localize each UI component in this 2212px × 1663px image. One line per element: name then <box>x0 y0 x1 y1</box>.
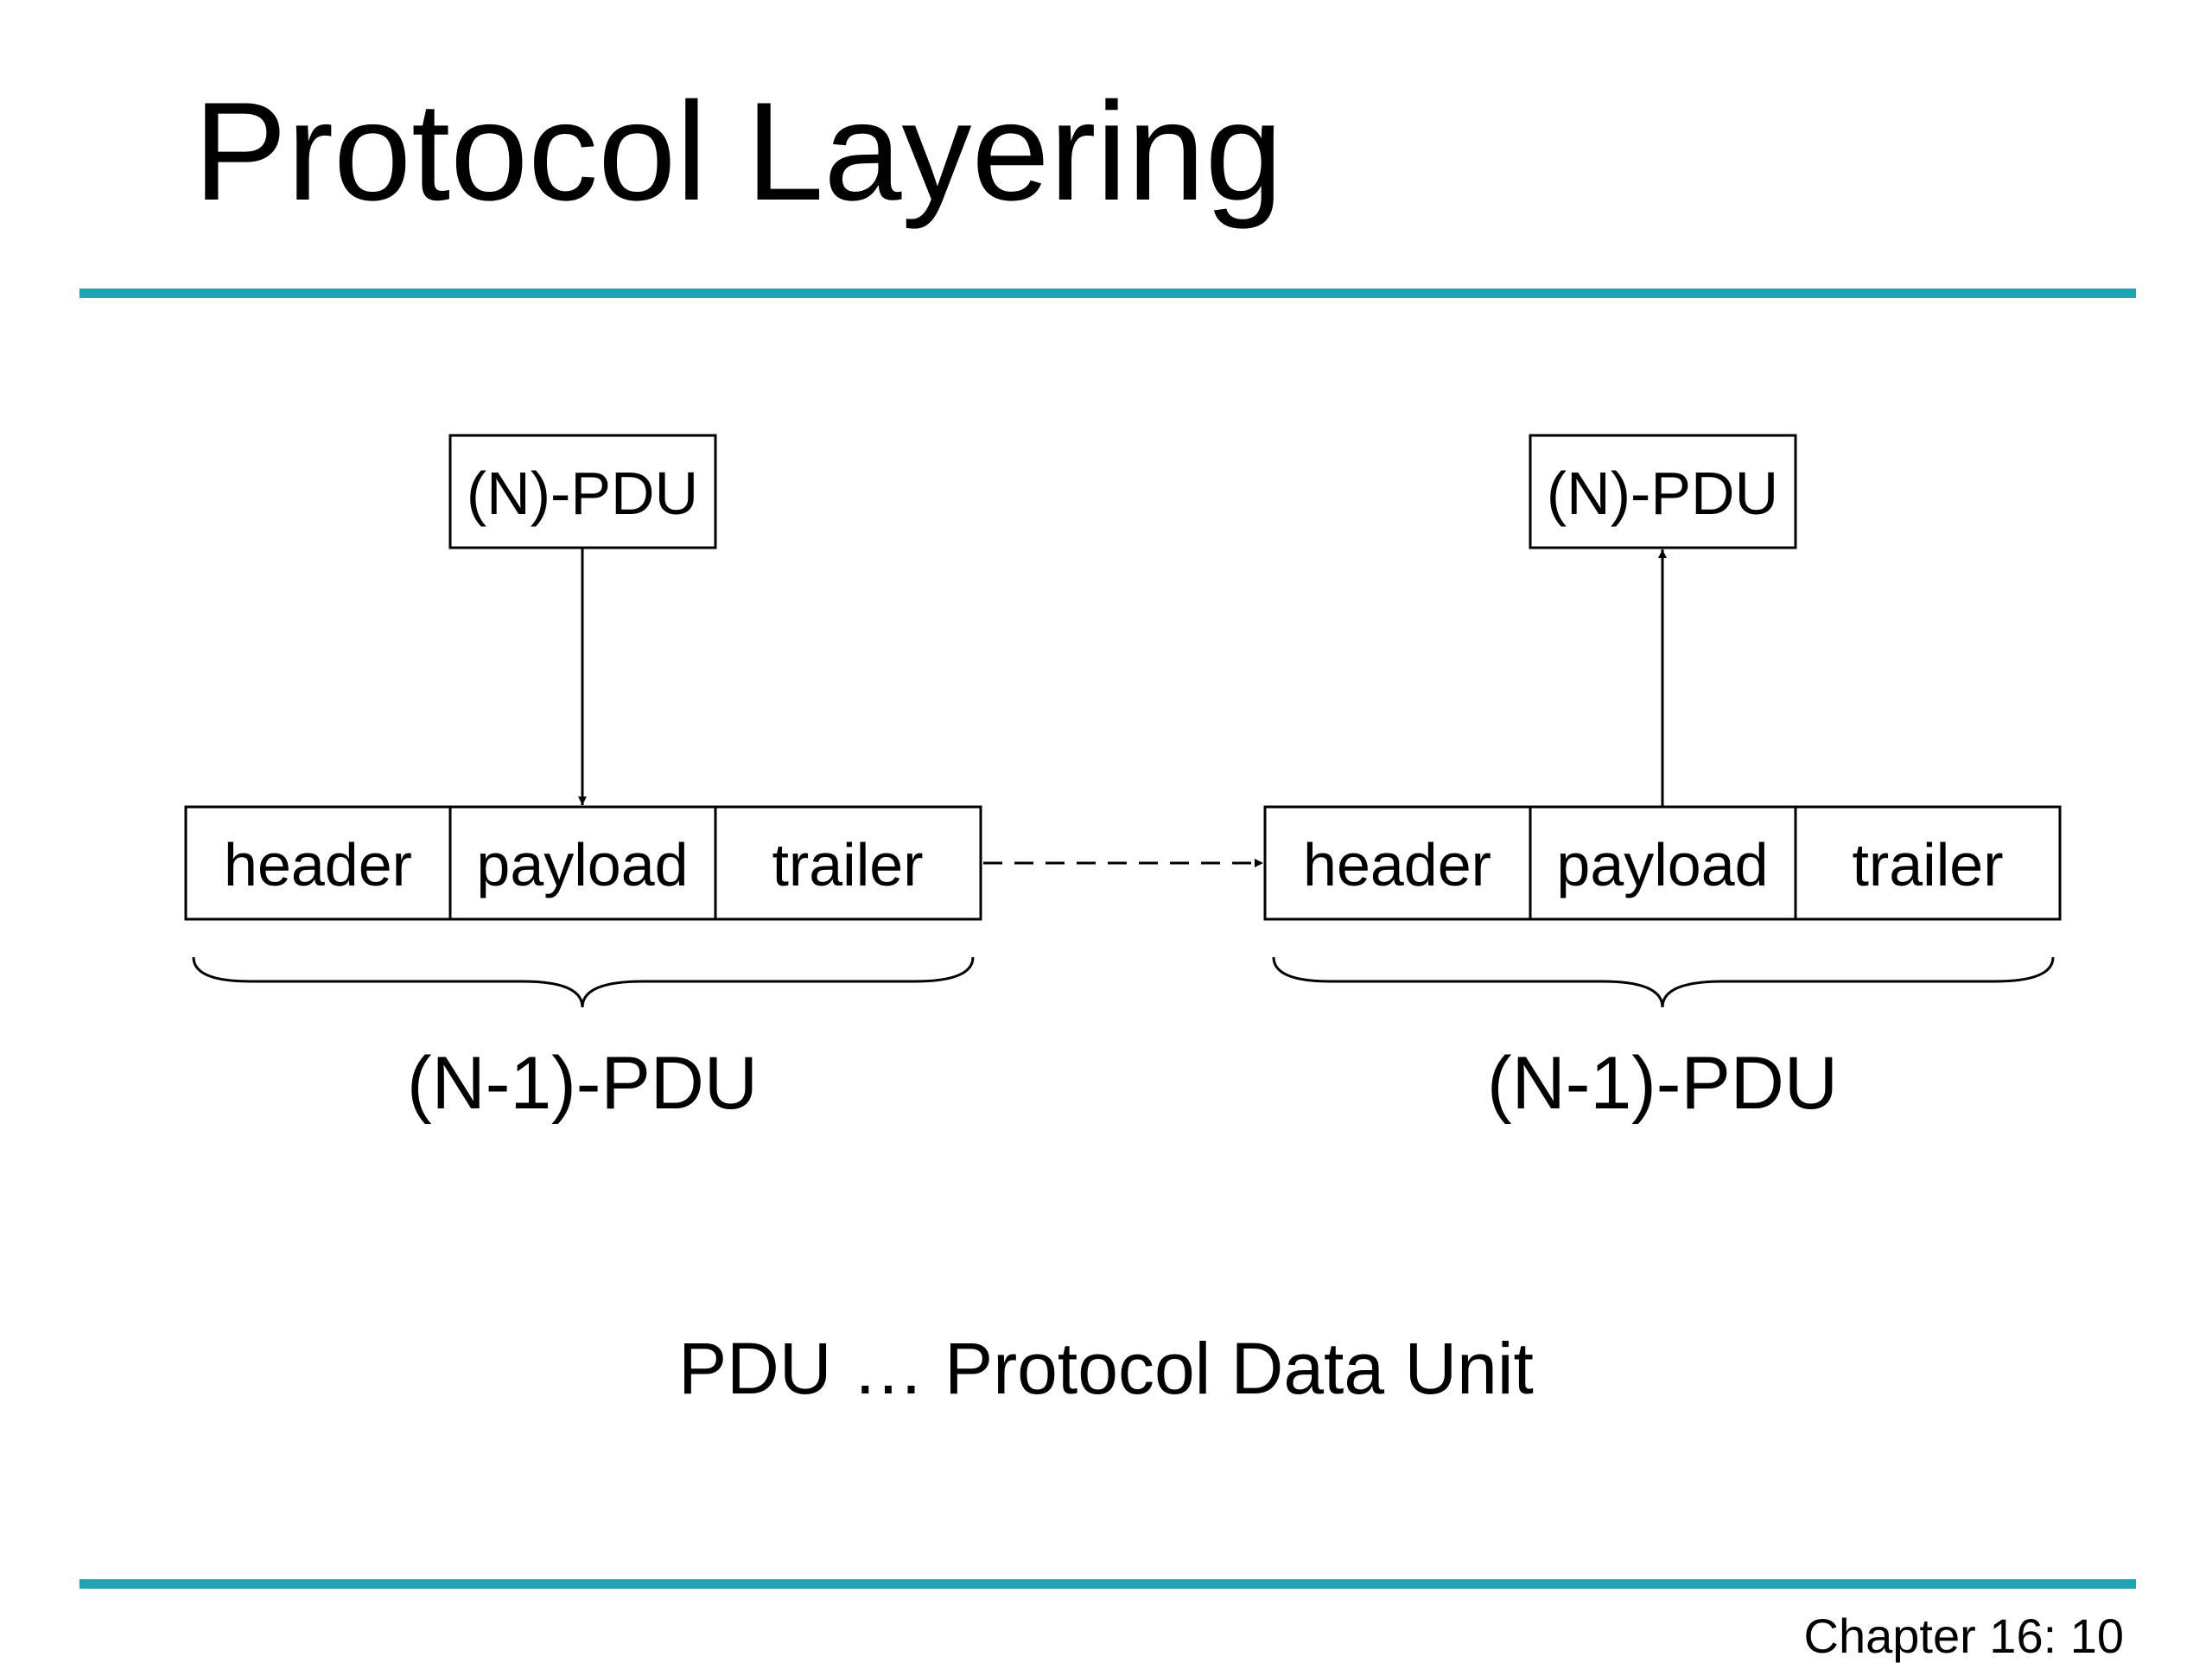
right-header-segment: header <box>1303 831 1491 898</box>
right-trailer-segment: trailer <box>1852 831 2003 898</box>
right-payload-segment: payload <box>1556 831 1768 898</box>
right-upper-pdu-label: (N)-PDU <box>1547 460 1778 527</box>
left-upper-pdu-label: (N)-PDU <box>467 460 698 527</box>
left-header-segment: header <box>224 831 412 898</box>
left-upper-pdu-box <box>448 434 717 549</box>
right-upper-pdu-box <box>1529 434 1797 549</box>
bottom-divider <box>79 1579 2136 1589</box>
left-frame-box <box>184 805 982 921</box>
right-lower-pdu-label: (N-1)-PDU <box>1487 1042 1838 1125</box>
pdu-definition: PDU … Protocol Data Unit <box>678 1328 1534 1409</box>
right-frame-box <box>1263 805 2062 921</box>
slide-title: Protocol Layering <box>194 73 1283 230</box>
page-number: Chapter 16: 10 <box>1803 1609 2124 1663</box>
left-brace <box>192 956 975 1008</box>
left-payload-segment: payload <box>476 831 688 898</box>
left-lower-pdu-label: (N-1)-PDU <box>407 1042 758 1125</box>
left-stack: (N)-PDU header payload trailer (N-1)-PDU <box>184 434 982 1125</box>
right-stack: (N)-PDU header payload trailer (N-1)-PDU <box>1263 434 2062 1125</box>
left-trailer-segment: trailer <box>772 831 923 898</box>
top-divider <box>79 289 2136 298</box>
right-brace <box>1272 956 2055 1008</box>
